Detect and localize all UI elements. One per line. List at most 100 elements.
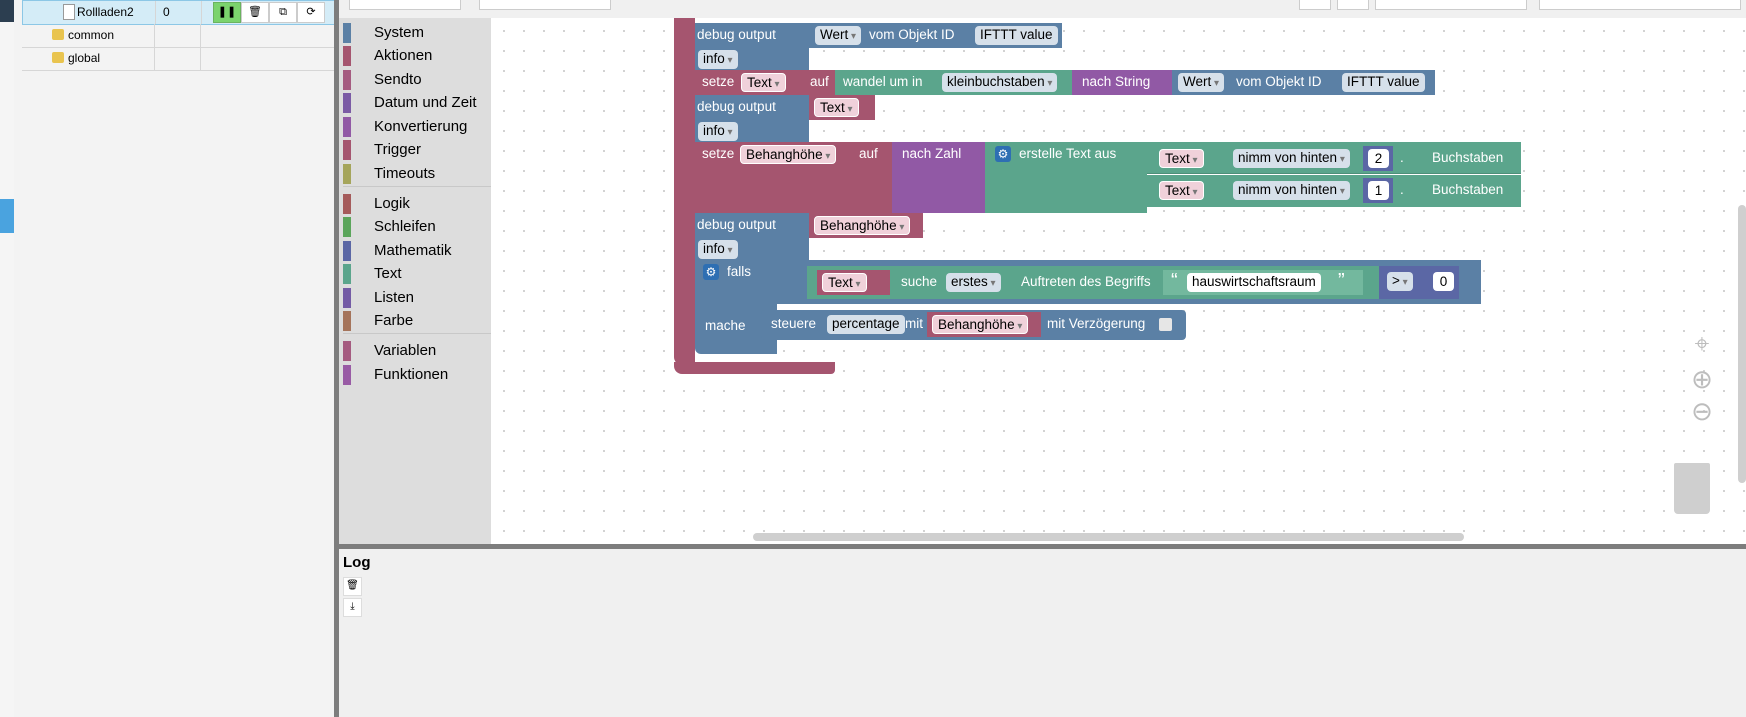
variable-dropdown[interactable]: Behanghöhe — [814, 216, 911, 235]
workspace-horizontal-scrollbar[interactable] — [753, 533, 1464, 541]
object-id-field[interactable]: IFTTT value — [1342, 73, 1425, 92]
variable-dropdown[interactable]: Text — [1159, 181, 1204, 200]
tree-row-rollladen2[interactable]: Rollladen2 0 ❚❚ 🗑 ⧉ ⟳ — [22, 0, 336, 25]
number-block[interactable]: 1 — [1363, 178, 1393, 203]
category-label: Funktionen — [374, 366, 449, 383]
compare-block[interactable]: > 0 — [1379, 266, 1459, 299]
text-literal-block[interactable]: “ hauswirtschaftsraum ” — [1163, 270, 1363, 295]
variable-getter-block-3[interactable]: Text — [817, 270, 890, 295]
delete-script-button[interactable]: 🗑 — [241, 2, 269, 23]
toolbox-category-funktionen[interactable]: Funktionen — [343, 365, 491, 385]
value-type-dropdown[interactable]: Wert — [1178, 73, 1225, 92]
operator-dropdown[interactable]: > — [1387, 272, 1413, 291]
text-find-block[interactable]: Text suche erstes Auftreten des Begriffs… — [807, 266, 1379, 299]
debug-level-dropdown[interactable]: info — [698, 122, 738, 141]
gear-icon[interactable]: ⚙ — [703, 264, 719, 280]
category-label: Konvertierung — [374, 118, 468, 135]
category-color-bar — [343, 365, 351, 385]
substring-mode-dropdown[interactable]: nimm von hinten — [1233, 181, 1350, 200]
number-block[interactable]: 2 — [1363, 146, 1393, 171]
toolbox-category-text[interactable]: Text — [343, 264, 491, 284]
variable-getter-block-2[interactable]: Behanghöhe — [809, 213, 923, 238]
toolbox-category-schleifen[interactable]: Schleifen — [343, 217, 491, 237]
variable-getter-block[interactable]: Text — [809, 95, 875, 120]
toolbox-category-mathematik[interactable]: Mathematik — [343, 241, 491, 261]
toolbar-button[interactable] — [349, 0, 461, 10]
debug-output-block[interactable]: debug output info — [695, 23, 809, 70]
toolbox-category-farbe[interactable]: Farbe — [343, 311, 491, 331]
zoom-in-icon[interactable]: ⊕ — [1691, 364, 1713, 394]
toolbar-button[interactable] — [1375, 0, 1527, 10]
value-type-dropdown[interactable]: Wert — [815, 26, 862, 45]
to-number-block[interactable]: nach Zahl — [892, 142, 985, 213]
debug-output-block-2[interactable]: debug output info — [695, 95, 809, 142]
folder-icon — [52, 52, 64, 63]
variable-dropdown[interactable]: Behanghöhe — [932, 315, 1029, 334]
toolbox-category-variablen[interactable]: Variablen — [343, 341, 491, 361]
variable-dropdown[interactable]: Text — [822, 273, 867, 292]
debug-output-block-3[interactable]: debug output info — [695, 213, 809, 260]
restart-script-button[interactable]: ⟳ — [297, 2, 325, 23]
vertical-splitter[interactable] — [334, 0, 339, 717]
substring-block-2[interactable]: Text nimm von hinten 1 . Buchstaben — [1147, 175, 1521, 207]
find-mode-dropdown[interactable]: erstes — [946, 273, 1001, 292]
delay-checkbox[interactable] — [1159, 318, 1172, 331]
variable-dropdown[interactable]: Behanghöhe — [740, 145, 837, 164]
to-string-block[interactable]: nach String — [1072, 70, 1172, 95]
blockly-workspace[interactable]: debug output info Wert vom Objekt ID IFT… — [491, 18, 1746, 544]
toolbar-button[interactable] — [1539, 0, 1741, 10]
text-case-block[interactable]: wandel um in kleinbuchstaben — [835, 70, 1072, 95]
case-dropdown[interactable]: kleinbuchstaben — [942, 73, 1058, 92]
toolbox-category-timeouts[interactable]: Timeouts — [343, 164, 491, 184]
state-field[interactable]: percentage — [827, 315, 905, 334]
toolbox-separator — [343, 186, 491, 187]
toolbox-category-datum-und-zeit[interactable]: Datum und Zeit — [343, 93, 491, 113]
event-block-footer[interactable] — [674, 362, 835, 374]
download-log-button[interactable]: ⤓ — [343, 598, 362, 617]
trash-icon[interactable] — [1674, 463, 1710, 514]
toolbox-category-listen[interactable]: Listen — [343, 288, 491, 308]
horizontal-splitter[interactable] — [339, 544, 1746, 549]
zoom-out-icon[interactable]: ⊖ — [1691, 396, 1713, 426]
toolbar-button[interactable] — [1337, 0, 1369, 10]
variable-dropdown[interactable]: Text — [741, 73, 786, 92]
toolbar-button[interactable] — [479, 0, 611, 10]
variable-dropdown[interactable]: Text — [814, 98, 859, 117]
debug-level-dropdown[interactable]: info — [698, 50, 738, 69]
variable-getter-block-4[interactable]: Behanghöhe — [927, 312, 1041, 337]
substring-mode-dropdown[interactable]: nimm von hinten — [1233, 149, 1350, 168]
join-text-block[interactable]: ⚙ erstelle Text aus — [985, 142, 1147, 213]
substring-block-1[interactable]: Text nimm von hinten 2 . Buchstaben — [1147, 142, 1521, 174]
set-variable-block-2[interactable]: setze Behanghöhe auf — [695, 142, 892, 213]
text-literal-field[interactable]: hauswirtschaftsraum — [1187, 273, 1321, 292]
pause-script-button[interactable]: ❚❚ — [213, 2, 241, 23]
toolbox-category-sendto[interactable]: Sendto — [343, 70, 491, 90]
toolbox-category-system[interactable]: System — [343, 23, 491, 43]
toolbox-separator — [343, 333, 491, 334]
category-label: Sendto — [374, 71, 422, 88]
toolbox-category-aktionen[interactable]: Aktionen — [343, 46, 491, 66]
clear-log-button[interactable]: 🗑 — [343, 577, 362, 596]
copy-script-button[interactable]: ⧉ — [269, 2, 297, 23]
toolbox-category-trigger[interactable]: Trigger — [343, 140, 491, 160]
gear-icon[interactable]: ⚙ — [995, 146, 1011, 162]
object-id-field[interactable]: IFTTT value — [975, 26, 1058, 45]
toolbar-button[interactable] — [1299, 0, 1331, 10]
center-icon[interactable]: ⌖ — [1694, 328, 1710, 358]
debug-level-dropdown[interactable]: info — [698, 240, 738, 259]
variable-dropdown[interactable]: Text — [1159, 149, 1204, 168]
toolbox-category-konvertierung[interactable]: Konvertierung — [343, 117, 491, 137]
tree-row-common[interactable]: common — [22, 24, 334, 48]
control-state-block[interactable]: steuere percentage mit Behanghöhe mit Ve… — [761, 310, 1186, 340]
left-strip-active-marker[interactable] — [0, 199, 14, 233]
category-label: Timeouts — [374, 165, 436, 182]
object-value-block-2[interactable]: Wert vom Objekt ID IFTTT value — [1172, 70, 1435, 95]
object-value-block[interactable]: Wert vom Objekt ID IFTTT value — [809, 23, 1062, 48]
set-variable-block[interactable]: setze Text auf — [695, 70, 835, 95]
toolbox-category-logik[interactable]: Logik — [343, 194, 491, 214]
category-label: Aktionen — [374, 47, 433, 64]
tree-row-global[interactable]: global — [22, 47, 334, 71]
event-block-body[interactable] — [674, 18, 695, 365]
workspace-vertical-scrollbar[interactable] — [1738, 205, 1746, 483]
